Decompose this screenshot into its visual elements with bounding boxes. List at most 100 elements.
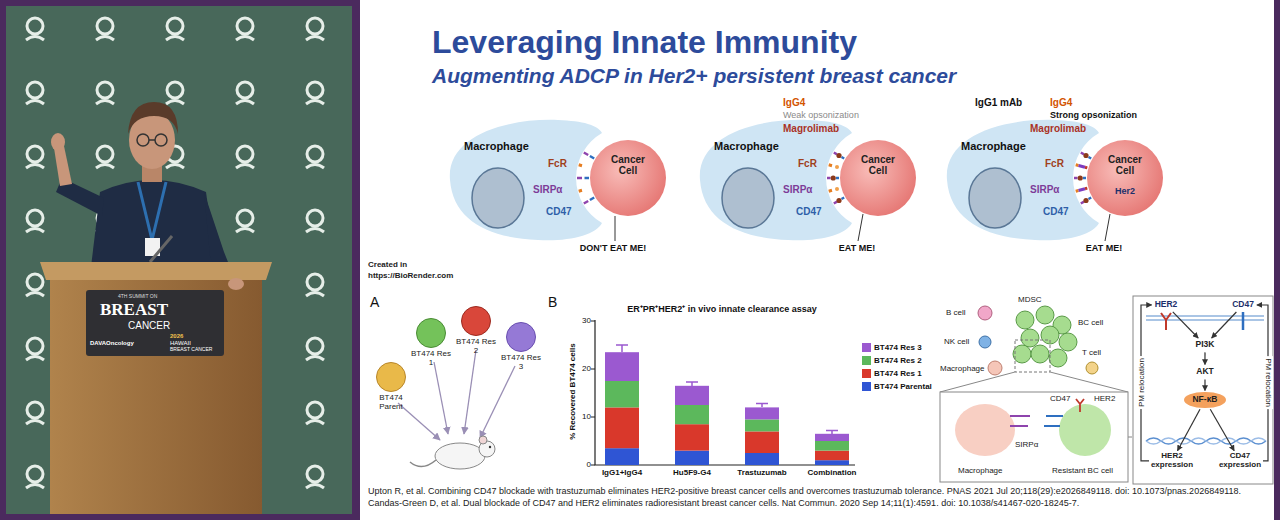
illustration-part <box>745 407 779 419</box>
connector <box>1210 409 1234 451</box>
text-label: 2026 <box>170 333 183 340</box>
node-label: BT474 Res 2 <box>455 338 497 356</box>
resistant-cell-shape <box>1059 404 1111 456</box>
legend-swatch <box>862 382 871 391</box>
legend-text: BT474 Res 2 <box>874 356 922 365</box>
connector <box>1177 409 1200 450</box>
text-label: Combination <box>808 468 857 477</box>
text-label: DON'T EAT ME! <box>580 243 646 253</box>
text-label: 30 <box>582 316 591 325</box>
text-label: A <box>370 294 379 310</box>
tumor-cluster <box>1013 306 1077 367</box>
injection-arrows <box>398 350 515 440</box>
macrophage-shape <box>955 404 1015 456</box>
podium-top <box>40 262 272 280</box>
illustration-part <box>745 453 779 465</box>
microphone <box>150 236 172 262</box>
illustration-part <box>836 153 841 158</box>
text-label: FcR <box>1045 158 1064 170</box>
connector-tick <box>1128 437 1132 438</box>
macrophage-body <box>700 120 852 240</box>
speaker-arm <box>54 146 72 186</box>
zoom-lines <box>940 372 1128 392</box>
zoom-box <box>940 392 1128 482</box>
illustration-part <box>1016 311 1034 329</box>
leader-line <box>858 214 863 241</box>
node-label: Macrophage <box>464 140 529 152</box>
cell-circle <box>506 322 536 352</box>
illustration-part <box>1083 198 1088 203</box>
illustration-part <box>675 386 709 405</box>
illustration-part <box>398 403 440 440</box>
illustration-part <box>605 448 639 465</box>
fc-receptor <box>1076 165 1079 191</box>
speaker-hand <box>228 278 244 290</box>
text-label: BREAST <box>100 300 168 320</box>
text-label: NK cell <box>944 337 969 346</box>
connector-label: PM relocation <box>1263 356 1272 409</box>
igg4 <box>835 165 839 191</box>
cd47-receptor <box>1242 312 1245 330</box>
illustration-part <box>826 430 838 434</box>
text-label: IgG1 mAb <box>975 97 1022 109</box>
text-label: B <box>548 294 557 310</box>
cancer-cell: Cancer Cell <box>590 140 666 216</box>
illustration-part <box>831 175 836 180</box>
legend-swatch <box>862 343 871 352</box>
node-label: Cancer Cell <box>853 154 903 176</box>
bar-chart <box>591 320 855 465</box>
text-label: IgG4 <box>1050 97 1072 109</box>
leader-line <box>1105 214 1110 241</box>
text-label: MDSC <box>1018 295 1042 304</box>
connector <box>1204 379 1205 390</box>
legend-text: BT474 Parental <box>874 382 932 391</box>
illustration-part <box>745 419 779 431</box>
node-label: AKT <box>1196 367 1213 377</box>
node-label: Macrophage <box>961 140 1026 152</box>
macrophage-body <box>947 120 1099 240</box>
text-label: CD47 <box>1043 206 1069 218</box>
illustration-part <box>489 446 491 448</box>
nk-cell <box>979 336 991 348</box>
node-label: Cancer Cell <box>603 154 653 176</box>
cell-circle <box>376 362 406 392</box>
text-label: IgG1+IgG4 <box>602 468 642 477</box>
illustration-part <box>1021 329 1039 347</box>
cell-circle <box>416 318 446 348</box>
text-label: 20 <box>582 364 591 373</box>
text-label: CD47 <box>1050 394 1070 403</box>
illustration-part <box>675 424 709 450</box>
node-label: NF-κB <box>1192 395 1217 405</box>
node-label: CD47 expression <box>1218 452 1262 470</box>
illustration-part <box>815 441 849 451</box>
text-label: Magrolimab <box>1030 123 1086 135</box>
slide-title: Leveraging Innate Immunity <box>432 24 857 61</box>
connector-label: PM relocation <box>1136 356 1145 409</box>
illustration-part <box>1078 175 1083 180</box>
illustration-part <box>835 187 839 191</box>
text-label: Strong opsonization <box>1050 110 1137 120</box>
text-label: % Recovered BT474 cells <box>567 344 576 441</box>
text-label: ER⁺PR⁺HER2⁺ in vivo innate clearance ass… <box>627 304 817 314</box>
text-label: Macrophage <box>958 466 1002 475</box>
illustration-part <box>605 381 639 407</box>
illustration-part <box>1036 306 1054 324</box>
her2-receptor <box>1161 313 1171 330</box>
legend-swatch <box>862 369 871 378</box>
illustration-part <box>836 198 841 203</box>
node-label: BT474 Parent <box>370 394 412 412</box>
text-label: SIRPα <box>1015 440 1038 449</box>
speaker-hair <box>128 102 178 134</box>
text-label: CD47 <box>546 206 572 218</box>
pathway-node: AKT <box>1194 366 1215 378</box>
text-label: Created in <box>368 260 407 269</box>
text-label: HER2 <box>1094 394 1115 403</box>
text-label: Weak opsonization <box>783 110 859 120</box>
slide-background <box>360 0 1274 520</box>
dna-strand <box>1146 438 1266 444</box>
tick-marks <box>591 321 595 465</box>
illustration-part <box>815 451 849 461</box>
text-label: 0 <box>587 460 591 469</box>
illustration-part <box>149 139 155 141</box>
illustration-part <box>464 350 476 434</box>
